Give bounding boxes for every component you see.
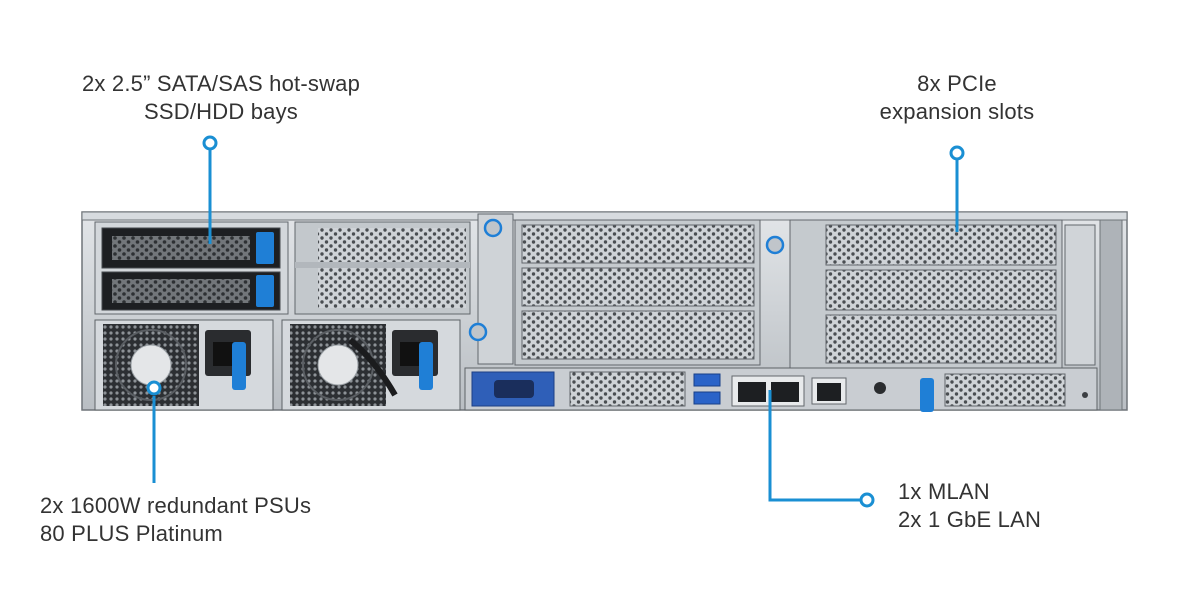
usb-port-icon[interactable] (693, 373, 721, 387)
drive-bay-1[interactable] (101, 227, 281, 269)
thumb-screw-icon[interactable] (765, 235, 785, 255)
pcie-slot-cover (825, 269, 1057, 311)
fan-icon (317, 344, 359, 386)
rj45-port-icon[interactable] (771, 382, 799, 402)
drive-bay-2[interactable] (101, 271, 281, 311)
lan-label-line1: 1x MLAN (898, 479, 990, 504)
pcie-slot-cover (521, 267, 755, 307)
lan-callout: 1x MLAN 2x 1 GbE LAN (898, 478, 1041, 534)
fan-icon (130, 344, 172, 386)
pcie-callout: 8x PCIe expansion slots (852, 70, 1062, 126)
lan-ports[interactable] (731, 375, 847, 407)
drive-bay-cage (94, 221, 289, 315)
riser-release-latch[interactable] (920, 378, 934, 412)
psu-callout: 2x 1600W redundant PSUs 80 PLUS Platinum (40, 492, 311, 548)
pcie-slots-right (789, 219, 1096, 369)
riser-bracket (468, 213, 785, 365)
vga-port[interactable] (471, 371, 555, 407)
psu-label-line1: 2x 1600W redundant PSUs (40, 493, 312, 518)
pcie-slot-cover (825, 224, 1057, 266)
psu-1[interactable] (94, 319, 274, 411)
pcie-slot-cover (825, 314, 1057, 364)
vent-panel-left (294, 221, 471, 315)
lan-label-line2: 2x 1 GbE LAN (898, 507, 1042, 532)
drive-bays-label-line1: 2x 2.5” SATA/SAS hot-swap (81, 71, 361, 96)
callout-markers (146, 135, 965, 508)
pcie-marker-icon (949, 145, 965, 161)
psu-release-latch[interactable] (232, 342, 246, 390)
pcie-label-line2: expansion slots (879, 99, 1035, 124)
drive-release-latch[interactable] (256, 275, 274, 307)
pcie-slot-cover (521, 310, 755, 360)
pcie-slots-middle (514, 219, 761, 366)
io-panel (464, 367, 1098, 412)
rj45-port-icon[interactable] (738, 382, 766, 402)
pcie-label-line1: 8x PCIe (917, 71, 997, 96)
psu-2[interactable] (281, 319, 461, 411)
psu-label-line2: 80 PLUS Platinum (40, 521, 223, 546)
pcie-slot-cover (521, 224, 755, 264)
drive-release-latch[interactable] (256, 232, 274, 264)
usb-port-icon[interactable] (693, 391, 721, 405)
psu-marker-icon (146, 380, 162, 396)
id-button-icon[interactable] (874, 382, 886, 394)
thumb-screw-icon[interactable] (468, 322, 488, 342)
rj45-port-icon[interactable] (817, 383, 841, 401)
lan-leader-line (768, 390, 860, 502)
thumb-screw-icon[interactable] (483, 218, 503, 238)
drive-bays-label-line2: SSD/HDD bays (144, 99, 298, 124)
drive-bays-marker-icon (202, 135, 218, 151)
lan-marker-icon (859, 492, 875, 508)
drive-bays-callout: 2x 2.5” SATA/SAS hot-swap SSD/HDD bays (60, 70, 382, 126)
usb-ports[interactable] (693, 373, 721, 405)
psu-release-latch[interactable] (419, 342, 433, 390)
